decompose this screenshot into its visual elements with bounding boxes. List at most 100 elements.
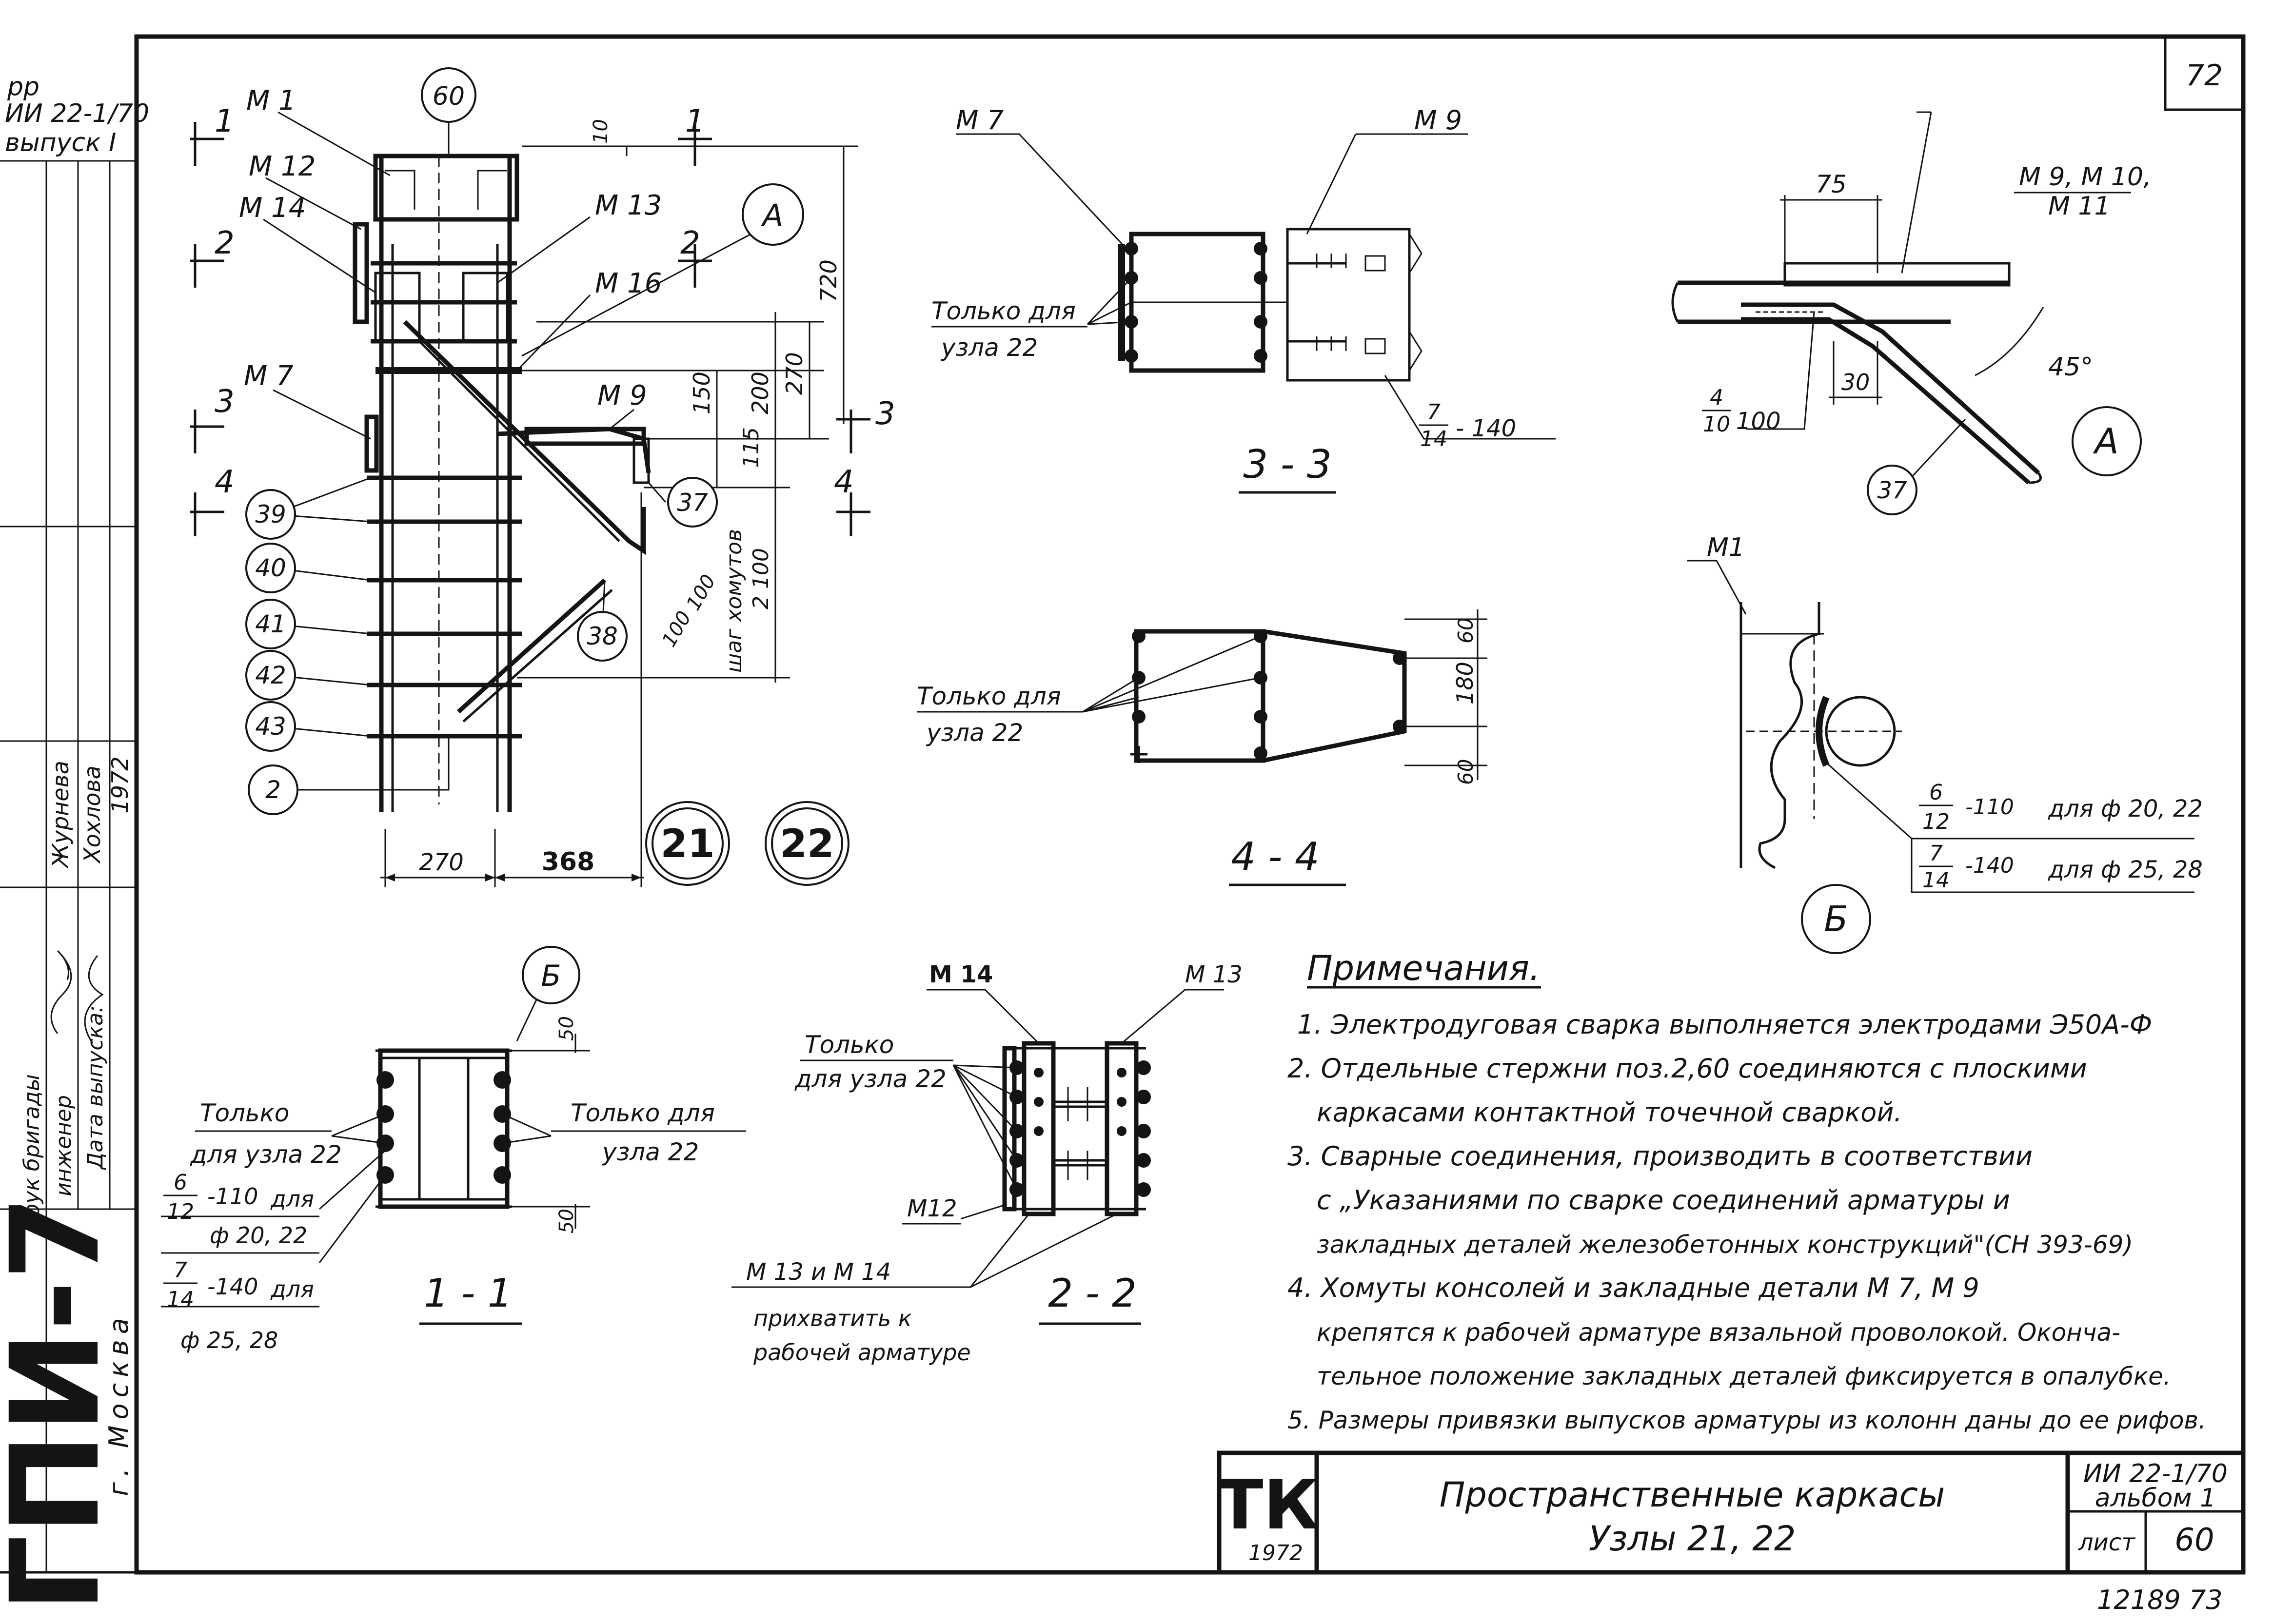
- detail-b-w2-den: 14: [1922, 868, 1950, 893]
- node-22: 22: [780, 821, 834, 866]
- s11-w1-den: 12: [167, 1199, 194, 1224]
- detail-b-w1-den: 12: [1922, 809, 1950, 834]
- s11-title: 1 - 1: [424, 1271, 513, 1316]
- s11-w2-num: 7: [174, 1258, 187, 1283]
- tk-logo: ТК: [1217, 1466, 1319, 1545]
- callout-a: А: [761, 197, 783, 233]
- svg-text:2 100: 2 100: [749, 548, 773, 609]
- s22-tack1: прихватить к: [753, 1305, 912, 1331]
- note-line-10: 5. Размеры привязки выпусков арматуры из…: [1287, 1406, 2206, 1434]
- sheet-number: 60: [2174, 1522, 2214, 1558]
- svg-text:270: 270: [419, 849, 464, 876]
- svg-text:180: 180: [1452, 662, 1478, 704]
- detail-b-w1-len: -110: [1965, 795, 2014, 820]
- s11-w1-for: для: [270, 1186, 314, 1212]
- svg-text:4: 4: [834, 464, 854, 500]
- stamp-top-2: ИИ 22-1/70: [5, 99, 149, 128]
- svg-text:50: 50: [555, 1016, 578, 1041]
- s22-title: 2 - 2: [1048, 1271, 1137, 1316]
- detail-a-weld-den: 10: [1703, 412, 1730, 437]
- s44-only1: Только для: [917, 682, 1061, 710]
- embedded-m7: [364, 414, 379, 473]
- svg-text:75: 75: [1816, 170, 1847, 198]
- doc-line-1: ИИ 22-1/70: [2083, 1459, 2228, 1488]
- s11-marker: Б: [541, 959, 561, 993]
- s22-m12: М12: [907, 1195, 957, 1222]
- svg-text:1: 1: [685, 103, 705, 139]
- note-line-2: 2. Отдельные стержни поз.2,60 соединяютс…: [1287, 1053, 2087, 1084]
- svg-text:720: 720: [815, 259, 842, 302]
- s11-only-right1: Только для: [571, 1099, 715, 1127]
- detail-b-w1-for: для ф 20, 22: [2048, 795, 2203, 822]
- stamp-top-1: рр: [7, 72, 40, 101]
- title-block: ТК 1972 Пространственные каркасы Узлы 21…: [1217, 1450, 2246, 1615]
- svg-text:30: 30: [1841, 369, 1870, 395]
- svg-text:3: 3: [875, 396, 895, 432]
- stamp-role-3: Дата выпуска:: [83, 1005, 108, 1170]
- svg-text:2: 2: [680, 225, 700, 261]
- note-line-5: с „Указаниями по сварке соединений армат…: [1317, 1185, 2010, 1215]
- note-line-6: закладных деталей железобетонных констру…: [1317, 1231, 2133, 1259]
- svg-text:шаг хомутов: шаг хомутов: [722, 529, 747, 673]
- detail-b-m1: М1: [1707, 533, 1745, 562]
- detail-b-w2-len: -140: [1965, 853, 2014, 878]
- note-line-8: крепятся к рабочей арматуре вязальной пр…: [1317, 1318, 2120, 1347]
- s22-tack2: рабочей арматуре: [753, 1339, 971, 1366]
- marker-60: 60: [433, 82, 465, 111]
- detail-a-title: А: [2093, 421, 2118, 462]
- outer-border: [134, 34, 2246, 1575]
- tk-year: 1972: [1248, 1541, 1303, 1565]
- s33-m9: М 9: [1414, 105, 1462, 136]
- s11-only-left1: Только: [200, 1099, 289, 1127]
- s22-only2: для узла 22: [794, 1065, 947, 1093]
- label-m14: М 14: [239, 192, 306, 224]
- detail-a-labels-1: М 9, М 10,: [2019, 162, 2152, 192]
- stamp-signature-1: [50, 950, 72, 1034]
- s11-only-right2: узла 22: [601, 1138, 699, 1166]
- bottom-numbers: 12189 73: [2097, 1585, 2223, 1615]
- s33-m7: М 7: [956, 105, 1004, 136]
- s22-m13: М 13: [1185, 961, 1243, 988]
- svg-text:4: 4: [215, 464, 235, 500]
- s33-weld-den: 14: [1420, 427, 1447, 451]
- stamp-role-1: рук бригады: [20, 1074, 44, 1217]
- detail-a-labels-2: М 11: [2048, 192, 2111, 221]
- s33-weld-num: 7: [1427, 400, 1441, 425]
- s22-m14: М 14: [929, 961, 993, 988]
- marker-43: 43: [255, 712, 286, 741]
- s11-w1-num: 6: [174, 1170, 187, 1195]
- notes-block: Примечания. 1. Электродуговая сварка вып…: [1287, 948, 2206, 1434]
- s11-w2-dia: ф 25, 28: [180, 1327, 278, 1353]
- svg-text:60: 60: [1454, 759, 1478, 785]
- stamp-top-3: выпуск I: [5, 128, 116, 157]
- svg-text:115: 115: [739, 427, 764, 468]
- detail-b-w2-num: 7: [1929, 841, 1943, 866]
- embedded-m9: [524, 427, 646, 446]
- s33-title: 3 - 3: [1243, 442, 1332, 487]
- marker-41: 41: [255, 610, 286, 638]
- doc-line-2: альбом 1: [2095, 1484, 2216, 1513]
- section-4-4: Только для узла 22 60 180 60 4 - 4: [917, 609, 1487, 886]
- s22-m13m14: М 13 и М 14: [746, 1258, 891, 1286]
- embedded-m12: [353, 222, 369, 324]
- detail-a-weld-num: 4: [1710, 385, 1723, 410]
- section-2-2: М 14 М 13 Только для узла 22 М12 М 13 и …: [731, 961, 1243, 1366]
- note-line-3: каркасами контактной точечной сваркой.: [1317, 1097, 1902, 1128]
- s33-only1: Только для: [931, 297, 1076, 325]
- stamp-role-2: инженер: [51, 1095, 76, 1196]
- s11-w1-dia: ф 20, 22: [210, 1222, 307, 1249]
- label-m7: М 7: [244, 360, 294, 392]
- svg-text:270: 270: [781, 352, 808, 395]
- sheet-label: лист: [2078, 1529, 2136, 1556]
- section-marks: 1 1 2 2 3 3 4 4: [190, 103, 895, 536]
- stamp-name-2: Хохлова: [79, 765, 105, 864]
- detail-b-w1-num: 6: [1929, 780, 1943, 805]
- notes-heading: Примечания.: [1307, 948, 1540, 988]
- note-line-9: тельное положение закладных деталей фикс…: [1317, 1362, 2171, 1390]
- section-1-1: Только для узла 22 Только для узла 22 50…: [161, 946, 746, 1353]
- marker-2: 2: [265, 776, 281, 804]
- s33-only2: узла 22: [940, 333, 1038, 362]
- title-line-1: Пространственные каркасы: [1440, 1475, 1945, 1515]
- corner-number: 72: [2186, 59, 2223, 93]
- svg-text:50: 50: [555, 1209, 578, 1233]
